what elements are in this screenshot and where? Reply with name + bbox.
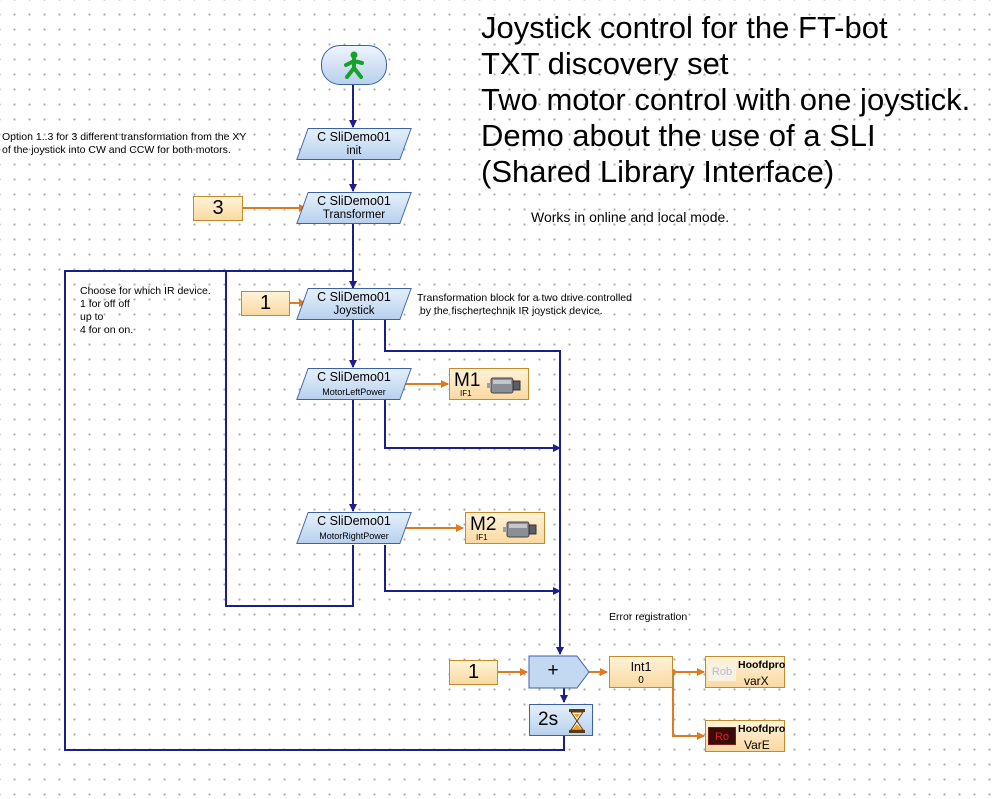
wait-duration: 2s: [538, 709, 559, 730]
display-screen: Ro: [708, 727, 736, 745]
option-note: Option 1..3 for 3 different transformati…: [2, 131, 246, 157]
title-line: Joystick control for the FT-bot: [481, 10, 888, 45]
transformer-constant[interactable]: 3: [193, 196, 243, 221]
note-line: by the fischertechnik IR joystick device…: [417, 305, 603, 317]
motor-name: M2: [470, 514, 497, 535]
plus-operator[interactable]: +: [529, 656, 589, 688]
note-line: 1 for off off: [80, 298, 130, 310]
walking-man-icon: [344, 51, 364, 79]
note-line: Choose for which IR device.: [80, 285, 211, 297]
display-variable: varX: [744, 674, 769, 688]
diagram-title: Joystick control for the FT-bot TXT disc…: [481, 10, 970, 190]
block-function: MotorLeftPower: [322, 387, 386, 397]
init-block[interactable]: C SliDemo01 init: [296, 128, 412, 160]
wait-block[interactable]: 2s: [529, 704, 593, 736]
note-line: Transformation block for a two drive con…: [417, 292, 632, 304]
transformation-note: Transformation block for a two drive con…: [417, 292, 632, 318]
motor-name: M1: [454, 370, 481, 391]
error-note: Error registration: [609, 611, 688, 623]
motor-m2[interactable]: M2 IF1: [465, 512, 545, 544]
joystick-block[interactable]: C SliDemo01 Joystick: [296, 288, 412, 320]
title-line: Two motor control with one joystick.: [481, 82, 971, 117]
plus-constant[interactable]: 1: [449, 660, 498, 685]
block-function: MotorRightPower: [319, 531, 389, 541]
display-screen: Rob: [708, 663, 736, 681]
title-line: TXT discovery set: [481, 46, 729, 81]
motor-icon: [487, 377, 521, 394]
ir-device-note: Choose for which IR device. 1 for off of…: [80, 285, 211, 337]
operator-symbol: +: [547, 660, 559, 681]
block-class: C SliDemo01: [317, 194, 391, 208]
flow-loop-inner: [225, 270, 354, 607]
note-line: up to: [80, 311, 104, 323]
block-class: C SliDemo01: [317, 290, 391, 304]
motor-icon: [503, 521, 537, 538]
flow-right-error: [384, 545, 561, 595]
motor-m1[interactable]: M1 IF1: [449, 368, 529, 400]
note-line: 4 for on on.: [80, 324, 134, 336]
flow-joystick-error: [384, 320, 564, 655]
note-line: of the joystick into CW and CCW for both…: [2, 144, 231, 156]
block-class: C SliDemo01: [317, 370, 391, 384]
data-int1-vare: [672, 672, 705, 740]
display-program: Hoofdpro: [738, 659, 786, 671]
flow-left-error: [384, 400, 561, 452]
flow-loop-outer: [64, 270, 565, 751]
motor-left-power-block[interactable]: C SliDemo01 MotorLeftPower: [296, 368, 412, 400]
joystick-constant[interactable]: 1: [241, 291, 290, 316]
display-program: Hoofdpro: [738, 723, 786, 735]
variable-name: Int1: [630, 660, 652, 674]
transformer-block[interactable]: C SliDemo01 Transformer: [296, 192, 412, 224]
display-varx[interactable]: Rob Hoofdpro varX: [705, 656, 785, 688]
program-start-block[interactable]: [321, 45, 387, 85]
variable-value: 0: [638, 675, 644, 686]
motor-interface: IF1: [460, 389, 472, 398]
block-function: Transformer: [322, 209, 386, 221]
hourglass-icon: [569, 709, 585, 733]
block-function: Joystick: [333, 305, 375, 317]
plus-shape: [528, 655, 590, 689]
int1-variable[interactable]: Int1 0: [609, 656, 673, 688]
note-line: Option 1..3 for 3 different transformati…: [2, 131, 247, 143]
block-function: init: [346, 145, 362, 157]
display-variable: VarE: [744, 738, 770, 752]
motor-right-power-block[interactable]: C SliDemo01 MotorRightPower: [296, 512, 412, 544]
mode-note: Works in online and local mode.: [531, 209, 730, 225]
block-class: C SliDemo01: [317, 514, 391, 528]
title-line: (Shared Library Interface): [481, 154, 835, 189]
display-vare[interactable]: Ro Hoofdpro VarE: [705, 720, 785, 752]
motor-interface: IF1: [476, 533, 488, 542]
title-line: Demo about the use of a SLI: [481, 118, 876, 153]
block-class: C SliDemo01: [317, 130, 391, 144]
